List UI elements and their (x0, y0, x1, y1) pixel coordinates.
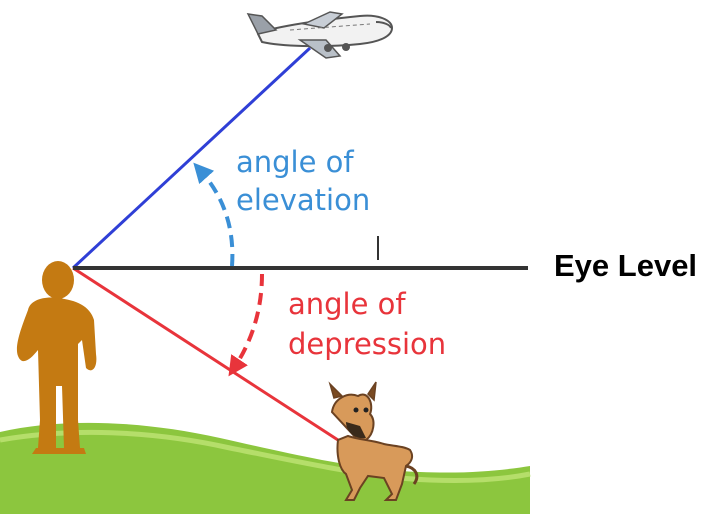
elevation-label-line2: elevation (236, 183, 370, 217)
depression-label-line1: angle of (288, 287, 406, 321)
eye-level-label: Eye Level (554, 248, 698, 283)
grass-highlight (0, 429, 531, 484)
elevation-arc (193, 162, 235, 267)
airplane-icon (246, 11, 394, 59)
grass-ground (0, 422, 530, 514)
depression-label-line2: depression (288, 327, 446, 361)
depression-arc (228, 273, 264, 377)
line-of-sight-elevation (71, 46, 312, 270)
person-icon (16, 261, 97, 454)
dog-icon (328, 381, 419, 501)
line-of-sight-depression (72, 266, 339, 442)
elevation-label-line1: angle of (236, 145, 354, 179)
